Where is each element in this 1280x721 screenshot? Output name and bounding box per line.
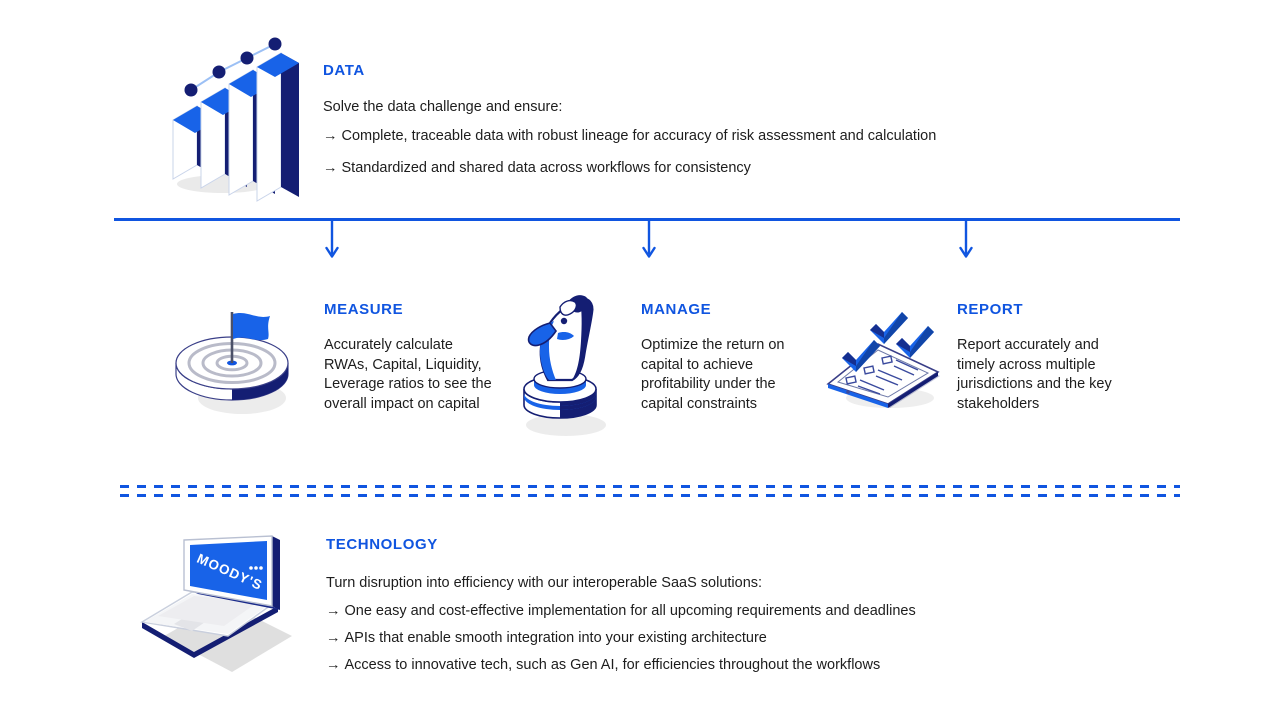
technology-bullet-2: →APIs that enable smooth integration int… xyxy=(326,629,767,649)
arrow-right-icon: → xyxy=(323,128,338,144)
section-heading-data: DATA xyxy=(323,62,365,79)
data-bullet-2-label: Standardized and shared data across work… xyxy=(341,160,751,176)
dashed-horizontal-rule-bottom xyxy=(120,494,1180,497)
solid-horizontal-rule xyxy=(114,218,1180,221)
target-flag-icon xyxy=(172,306,292,421)
clipboard-checklist-icon xyxy=(818,300,948,412)
report-body-text: Report accurately and timely across mult… xyxy=(957,337,1112,412)
down-arrow-measure-icon xyxy=(322,218,342,262)
technology-bullet-1-label: One easy and cost-effective implementati… xyxy=(344,603,916,619)
technology-intro-text: Turn disruption into efficiency with our… xyxy=(326,575,763,591)
technology-bullet-3-label: Access to innovative tech, such as Gen A… xyxy=(344,657,881,673)
arrow-right-icon: → xyxy=(326,603,341,619)
arrow-right-icon: → xyxy=(323,160,338,176)
arrow-right-icon: → xyxy=(326,630,341,646)
dashed-horizontal-rule-top xyxy=(120,485,1180,488)
technology-bullet-3: →Access to innovative tech, such as Gen … xyxy=(326,656,880,676)
data-intro-text: Solve the data challenge and ensure: xyxy=(323,99,563,115)
down-arrow-manage-icon xyxy=(639,218,659,262)
section-heading-report: REPORT xyxy=(957,301,1024,318)
bar-chart-growth-icon xyxy=(165,32,300,202)
down-arrow-report-icon xyxy=(956,218,976,262)
technology-bullet-1: →One easy and cost-effective implementat… xyxy=(326,602,916,622)
arrow-right-icon: → xyxy=(326,657,341,673)
section-heading-manage: MANAGE xyxy=(641,301,712,318)
chess-knight-icon xyxy=(508,285,613,440)
data-bullet-2: →Standardized and shared data across wor… xyxy=(323,159,751,179)
section-heading-measure: MEASURE xyxy=(324,301,404,318)
section-heading-technology: TECHNOLOGY xyxy=(326,536,438,553)
data-bullet-1: →Complete, traceable data with robust li… xyxy=(323,127,936,147)
measure-body-text: Accurately calculate RWAs, Capital, Liqu… xyxy=(324,337,492,412)
data-bullet-1-label: Complete, traceable data with robust lin… xyxy=(341,128,937,144)
laptop-icon: MOODY'S xyxy=(128,524,298,672)
technology-bullet-2-label: APIs that enable smooth integration into… xyxy=(344,630,767,646)
manage-body-text: Optimize the return on capital to achiev… xyxy=(641,337,785,412)
